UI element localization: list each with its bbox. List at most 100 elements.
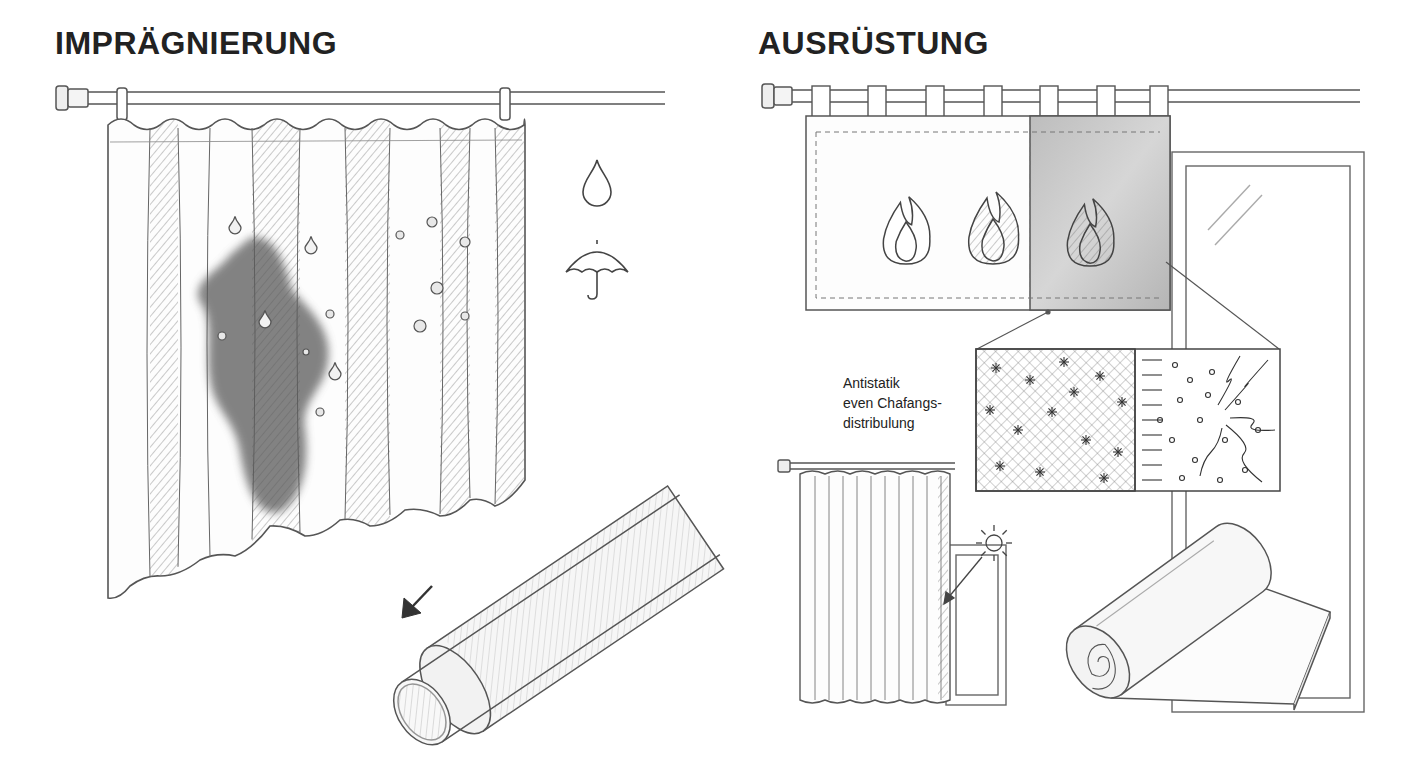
magnified-fabric: [1206, 393, 1211, 398]
curtain-rod: [774, 87, 792, 105]
magnified-fabric: [1200, 428, 1222, 476]
small-curtain: [778, 460, 790, 472]
curtain-fabric: [108, 110, 525, 610]
magnified-fabric: [1170, 438, 1175, 443]
curtain-fabric: [387, 128, 390, 515]
curtain-fabric: [178, 128, 181, 567]
magnified-fabric: [1210, 370, 1215, 375]
small-curtain: [857, 476, 858, 700]
sun-symbol: [948, 557, 982, 598]
magnified-fabric: [1026, 376, 1033, 383]
rolled-mat: [1053, 511, 1330, 710]
sun-symbol: [993, 555, 994, 561]
flame-symbol: [1080, 224, 1101, 263]
magnified-fabric: [1070, 388, 1077, 395]
fabric-roll: [374, 483, 728, 767]
sun-symbol: [981, 530, 985, 534]
panel-heading: AUSRÜSTUNG: [758, 25, 989, 62]
magnified-fabric: [1096, 372, 1103, 379]
drop-icon: [583, 160, 611, 206]
magnified-fabric: [986, 406, 993, 413]
magnified-fabric: [985, 357, 1127, 483]
magnified-fabric: [1218, 356, 1240, 405]
magnified-fabric: [1230, 418, 1275, 431]
water-bead: [460, 237, 470, 247]
magnified-fabric: [1142, 356, 1275, 483]
water-bead: [303, 349, 309, 355]
valance-tab: [812, 86, 1168, 118]
small-curtain: [913, 476, 914, 700]
magnified-fabric: [1188, 378, 1193, 383]
curtain-fabric: [495, 128, 498, 504]
curtain-rod: [117, 88, 127, 120]
magnified-fabric: [1014, 426, 1021, 433]
rolled-mat: [1053, 614, 1142, 709]
fabric-roll: [382, 669, 462, 756]
water-drop: [259, 310, 271, 327]
valance-panel: [816, 120, 1160, 306]
magnified-fabric: [1134, 349, 1136, 491]
sun-symbol: [976, 525, 1012, 561]
zoom-leader: [977, 262, 1279, 349]
magnified-fabric: [1036, 468, 1043, 475]
rolled-mat: [1053, 511, 1284, 709]
flame-symbol: [896, 222, 917, 261]
valance-tab: [1040, 86, 1058, 118]
curtain-fabric: [495, 110, 525, 610]
magnified-fabric: [976, 349, 1135, 491]
arrow: [412, 586, 432, 607]
curtain-rod: [88, 103, 665, 105]
water-bead: [326, 310, 334, 318]
water-bead: [461, 312, 469, 320]
water-bead: [218, 332, 226, 340]
sun-symbol: [944, 592, 954, 604]
magnified-fabric: [1060, 358, 1067, 365]
magnified-fabric: [1142, 374, 1162, 375]
valance-panel: [806, 116, 1170, 310]
magnified-fabric: [1118, 398, 1125, 405]
valance-tab: [868, 86, 886, 118]
curtain-rod: [762, 84, 1360, 108]
small-curtain: [790, 468, 955, 469]
umbrella-icon: [588, 272, 597, 299]
drop-icon: [583, 160, 611, 206]
zoom-leader: [1046, 310, 1050, 314]
window-frame: [1215, 195, 1262, 245]
small-curtain: [815, 476, 941, 700]
annotation-label: Antistatik: [843, 373, 900, 393]
water-bead: [396, 231, 404, 239]
small-curtain: [800, 471, 950, 703]
curtain-fabric: [147, 128, 150, 577]
magnified-fabric: [996, 462, 1003, 469]
curtain-rod: [56, 86, 665, 120]
sun-symbol: [1002, 551, 1006, 555]
magnified-fabric: [1193, 458, 1198, 463]
water-drop: [305, 236, 317, 253]
window-frame: [956, 555, 998, 695]
curtain-rod: [56, 86, 68, 110]
magnified-fabric: [1142, 464, 1162, 465]
magnified-fabric: [1223, 438, 1228, 443]
flame-symbol: [982, 219, 1004, 261]
valance-tab: [926, 86, 944, 118]
magnified-fabric: [1178, 398, 1183, 403]
valance-panel: [816, 120, 1160, 306]
magnified-fabric: [1114, 448, 1121, 455]
small-curtain: [871, 476, 872, 700]
arrow: [402, 598, 421, 618]
curtain-fabric: [110, 140, 522, 142]
magnified-fabric: [1142, 449, 1162, 450]
curtain-fabric: [345, 110, 390, 610]
curtain-rod: [88, 91, 665, 93]
water-bead: [431, 282, 443, 294]
magnified-fabric: [1142, 404, 1162, 405]
magnified-fabric: [1236, 400, 1241, 405]
flame-symbol: [883, 197, 930, 264]
magnified-fabric: [1173, 363, 1178, 368]
water-drop: [329, 362, 341, 379]
water-bead: [316, 408, 324, 416]
magnified-fabric: [1180, 476, 1185, 481]
panel-heading: IMPRÄGNIERUNG: [55, 25, 337, 62]
sun-symbol: [981, 551, 985, 555]
magnified-fabric: [1142, 359, 1162, 360]
